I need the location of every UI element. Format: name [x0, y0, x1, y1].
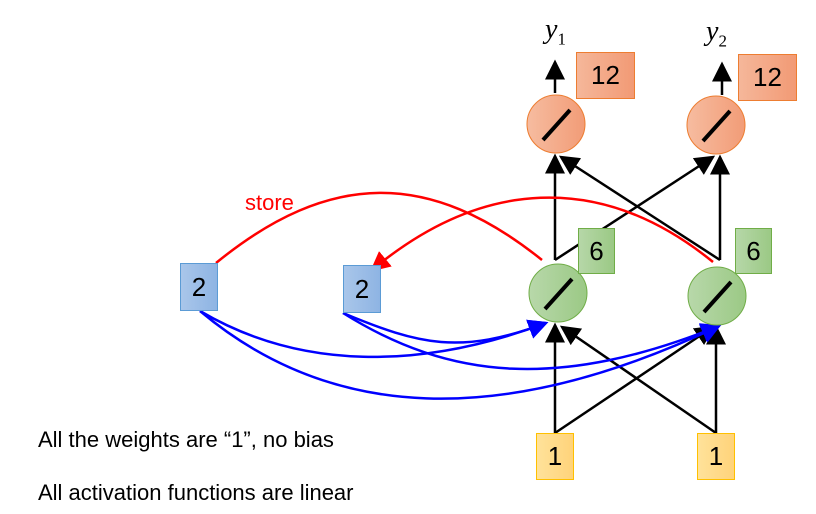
- store-label: store: [245, 190, 294, 215]
- output-label-y2: y2: [706, 16, 727, 51]
- store-curve-2: [370, 196, 714, 272]
- output-value-1: 12: [576, 52, 635, 99]
- memory-cell-1: 2: [180, 263, 218, 311]
- memory-link-2-h1: [342, 311, 549, 344]
- arrow-h2-o1: [558, 155, 721, 262]
- input-value-2: 1: [697, 433, 735, 480]
- memory-link-1-h1: [199, 309, 549, 359]
- output-neuron-2: [686, 95, 746, 155]
- input-value-1: 1: [536, 433, 574, 480]
- note-activation: All activation functions are linear: [38, 480, 354, 505]
- hidden-neuron-1: [528, 263, 588, 323]
- memory-link-1-h2: [199, 310, 722, 400]
- hidden-neuron-2: [687, 266, 747, 326]
- hidden-value-2: 6: [735, 228, 772, 274]
- note-weights: All the weights are “1”, no bias: [38, 427, 334, 452]
- arrow-in2-h1: [559, 325, 717, 435]
- memory-link-2-h2: [342, 311, 722, 371]
- arrow-in1-h2: [554, 325, 716, 435]
- output-label-y1: y1: [545, 14, 566, 49]
- hidden-value-1: 6: [578, 228, 615, 274]
- memory-cell-2: 2: [343, 265, 381, 313]
- output-neuron-1: [526, 94, 586, 154]
- store-curve-1: [215, 191, 543, 264]
- output-value-2: 12: [738, 54, 797, 101]
